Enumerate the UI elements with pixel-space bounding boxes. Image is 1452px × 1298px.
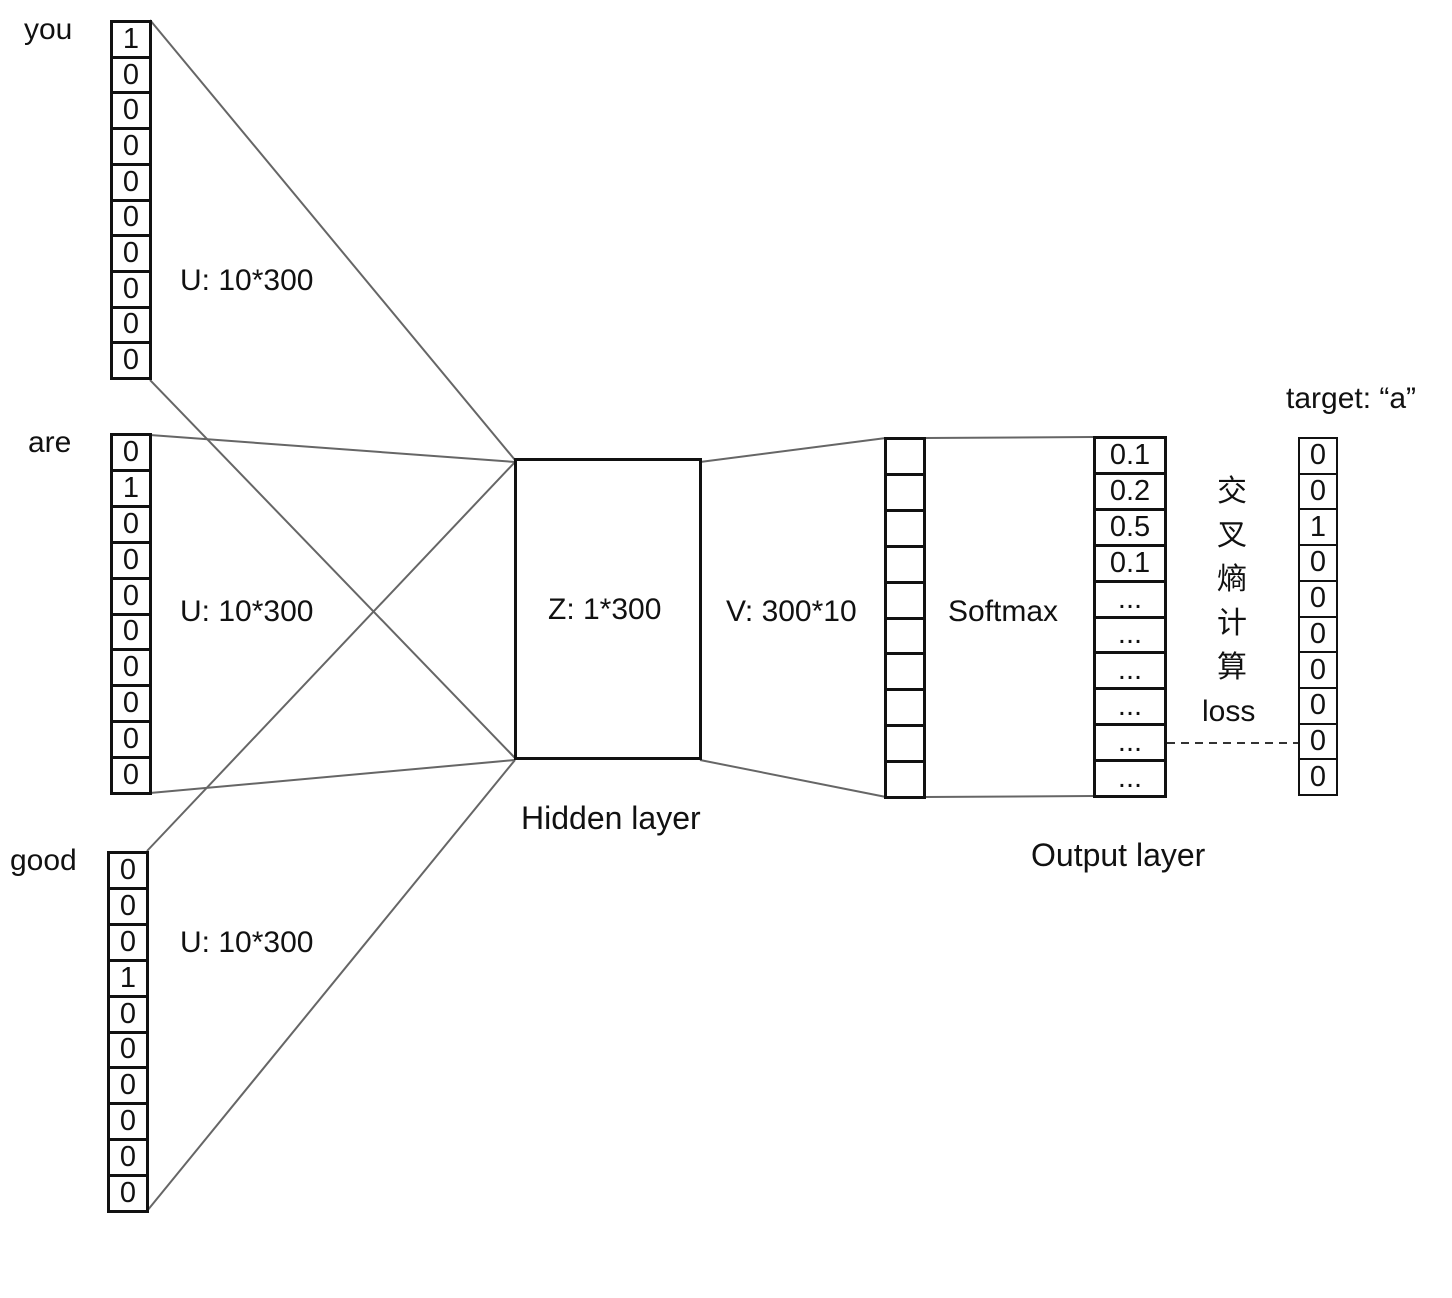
vector-cell: 0 <box>110 1034 146 1070</box>
loss-char-1: 交 <box>1217 474 1247 509</box>
vector-cell: 0 <box>122 344 140 377</box>
vector-cell: 0.2 <box>1096 475 1164 511</box>
wire-hidden-top <box>699 437 887 463</box>
vector-cell: 0 <box>113 436 149 472</box>
vector-cell: 1 <box>113 472 149 508</box>
matrix-v-label: V: 300*10 <box>726 595 857 628</box>
loss-label: loss <box>1202 695 1256 728</box>
softmax-label: Softmax <box>948 595 1059 628</box>
vector-cell: 0 <box>1300 653 1336 689</box>
vector-cell: 0 <box>1300 439 1336 475</box>
vector-cell: 0 <box>113 237 149 273</box>
vector-cell: 0 <box>113 723 149 760</box>
vector-cell: 0.1 <box>1096 439 1164 475</box>
vector-cell: 0 <box>1300 689 1336 725</box>
vector-cell-empty <box>887 727 923 764</box>
wire-are-bottom <box>149 759 516 794</box>
vector-cell: ... <box>1117 762 1143 795</box>
vector-cell: 0 <box>110 854 146 890</box>
logits-vector <box>884 437 926 799</box>
vector-cell: ... <box>1096 619 1164 655</box>
vector-cell: 0 <box>110 926 146 962</box>
matrix-u-label-you: U: 10*300 <box>180 264 314 297</box>
vector-cell: ... <box>1096 583 1164 619</box>
vector-cell: 0 <box>1300 725 1336 761</box>
vector-cell: 0 <box>1300 546 1336 582</box>
vector-cell-empty <box>887 512 923 548</box>
vector-cell: 0 <box>113 616 149 652</box>
vector-cell-empty <box>887 620 923 656</box>
vector-cell-empty <box>887 584 923 620</box>
vector-cell: 0 <box>113 202 149 238</box>
wire-good-top <box>146 461 516 852</box>
vector-cell: 0 <box>113 651 149 688</box>
wire-softmax-top <box>924 436 1095 439</box>
vector-cell: 0 <box>122 759 140 792</box>
vector-cell: ... <box>1096 690 1164 727</box>
input-word-you: you <box>24 13 73 46</box>
wire-softmax-bottom <box>924 795 1095 798</box>
vector-cell: 0 <box>113 273 149 309</box>
vector-cell: 0 <box>110 1141 146 1178</box>
vector-cell: 0 <box>110 1069 146 1106</box>
hidden-layer-box <box>514 458 702 760</box>
wire-good-bottom <box>146 759 516 1212</box>
loss-char-2: 叉 <box>1217 518 1247 553</box>
vector-cell: 0 <box>113 59 149 95</box>
vector-cell-empty <box>887 476 923 512</box>
hidden-layer-box-label: Z: 1*300 <box>548 593 662 626</box>
vector-cell: 0 <box>113 544 149 580</box>
vector-cell: 0 <box>113 580 149 616</box>
vector-cell: 1 <box>1300 510 1336 547</box>
loss-char-4: 计 <box>1217 606 1247 641</box>
input-word-are: are <box>28 426 72 459</box>
vector-cell: 0 <box>1300 582 1336 618</box>
vector-cell: 0 <box>110 1105 146 1142</box>
vector-cell: 0.5 <box>1096 511 1164 547</box>
target-title: target: “a” <box>1286 382 1417 415</box>
vector-cell: 1 <box>113 23 149 59</box>
vector-cell: ... <box>1096 654 1164 691</box>
cross-entropy-label: 交 叉 熵 计 算 <box>1212 470 1252 690</box>
wire-are-top <box>149 434 516 463</box>
vector-cell: 0 <box>113 508 149 544</box>
matrix-u-label-good: U: 10*300 <box>180 926 314 959</box>
wire-you-bottom <box>149 379 516 759</box>
vector-cell: 0 <box>1300 475 1336 511</box>
vector-cell-empty <box>887 763 923 796</box>
vector-cell: 1 <box>110 962 146 998</box>
vector-cell: 0 <box>1309 760 1327 793</box>
output-layer-caption: Output layer <box>1031 837 1206 873</box>
vector-cell: 0 <box>113 94 149 131</box>
loss-char-3: 熵 <box>1217 562 1247 597</box>
vector-cell: 0 <box>113 687 149 724</box>
vector-cell: 0.1 <box>1096 547 1164 583</box>
vector-cell: 0 <box>113 309 149 345</box>
vector-cell-empty <box>887 548 923 584</box>
vector-cell: 0 <box>110 890 146 926</box>
vector-cell: 0 <box>1300 618 1336 654</box>
vector-cell-empty <box>887 655 923 692</box>
vector-cell: 0 <box>113 130 149 166</box>
vector-cell-empty <box>887 691 923 728</box>
matrix-u-label-are: U: 10*300 <box>180 595 314 628</box>
vector-cell: 0 <box>119 1177 137 1210</box>
input-word-good: good <box>10 844 77 877</box>
wire-you-top <box>149 19 516 461</box>
hidden-layer-caption: Hidden layer <box>521 800 701 836</box>
vector-cell: 0 <box>110 998 146 1034</box>
loss-char-5: 算 <box>1217 650 1247 685</box>
vector-cell: 0 <box>113 166 149 202</box>
vector-cell-empty <box>887 440 923 476</box>
wire-hidden-bottom <box>699 759 887 798</box>
vector-cell: ... <box>1096 726 1164 763</box>
